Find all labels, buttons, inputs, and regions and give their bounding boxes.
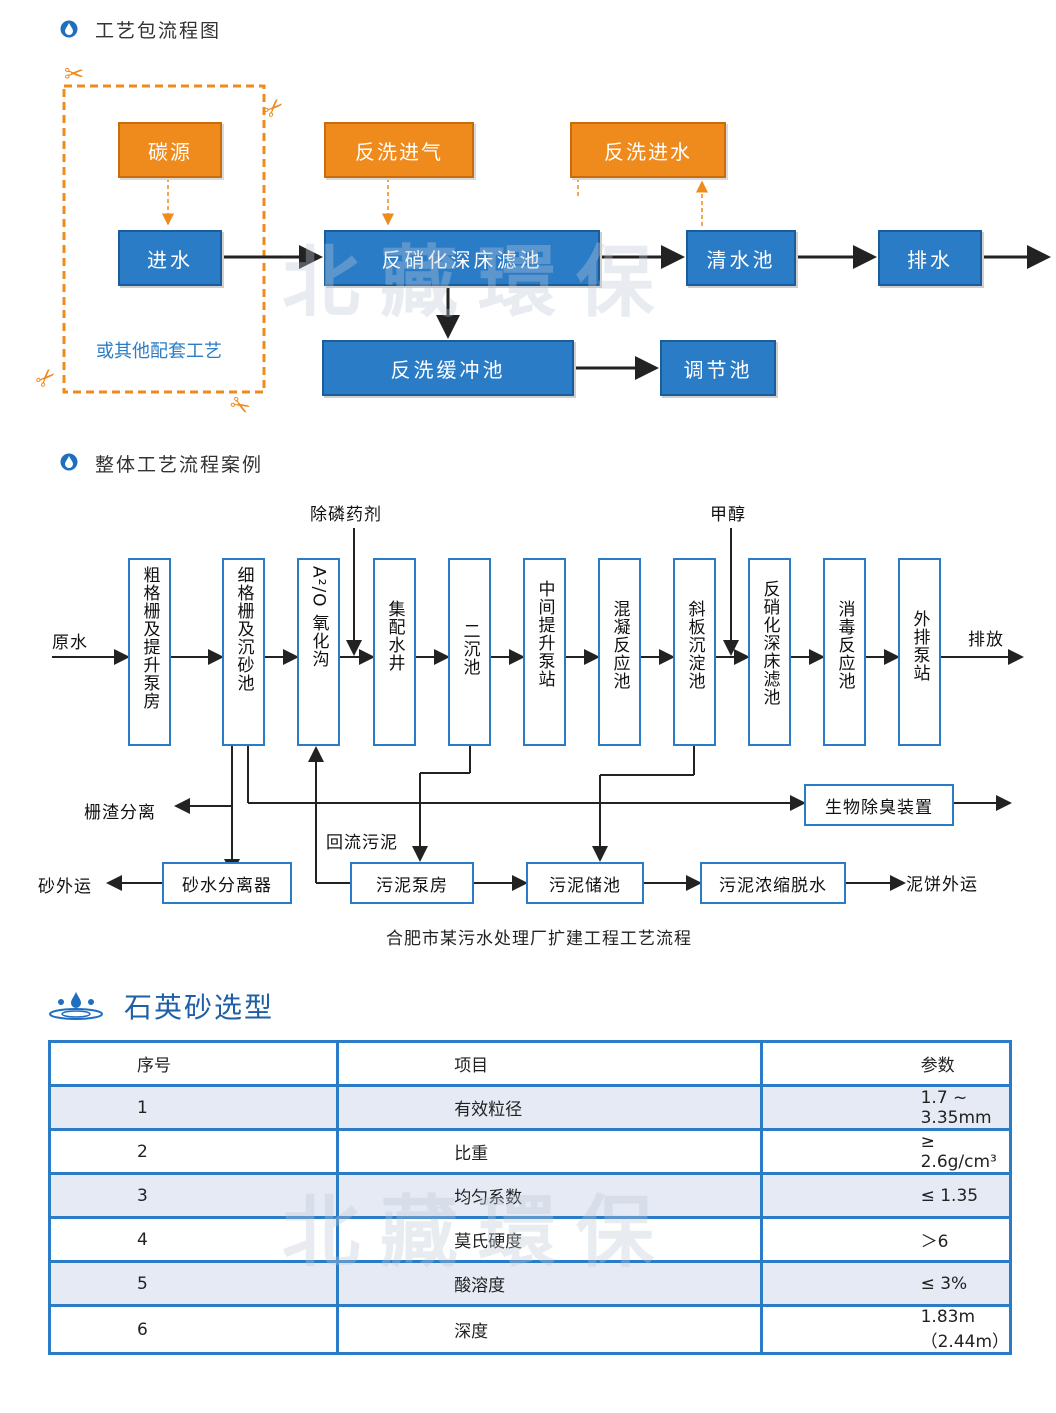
quartz-spec-table: 序号 项目 参数 1 有效粒径 1.7 ~ 3.35mm 2 比重 ≥ 2.6g…	[47, 1040, 1013, 1355]
sand-out-label: 砂外运	[38, 877, 92, 897]
table-cell: 有效粒径	[336, 1084, 763, 1131]
table-cell: 酸溶度	[336, 1260, 763, 1307]
table-cell: ＞6	[759, 1216, 1013, 1263]
process-unit: 外排泵站	[898, 558, 941, 746]
process-unit: 斜板沉淀池	[673, 558, 716, 746]
phosphorus-agent-label: 除磷药剂	[310, 505, 382, 525]
process-unit: 混凝反应池	[598, 558, 641, 746]
raw-water-label: 原水	[52, 633, 88, 653]
header-cell: 项目	[336, 1040, 763, 1087]
process-unit: 二沉池	[448, 558, 491, 746]
process-flow-lines	[52, 528, 1024, 891]
table-cell: 比重	[336, 1128, 763, 1175]
table-cell: 1.83m（2.44m）	[759, 1304, 1013, 1355]
deodor-device-box: 生物除臭装置	[804, 784, 954, 826]
table-cell: 均匀系数	[336, 1172, 763, 1219]
process-unit: 细格栅及沉砂池	[222, 558, 265, 746]
table-row: 2 比重 ≥ 2.6g/cm³	[47, 1128, 1013, 1175]
scissors-icon: ✂	[64, 60, 85, 88]
backwash-buffer-box: 反洗缓冲池	[322, 340, 574, 396]
table-row: 5 酸溶度 ≤ 3%	[47, 1260, 1013, 1307]
discharge-label: 排放	[968, 630, 1004, 650]
denitrification-filter-box: 反硝化深床滤池	[324, 230, 600, 286]
cake-out-label: 泥饼外运	[906, 875, 978, 895]
table-cell: ≤ 1.35	[759, 1172, 1013, 1219]
carbon-source-box: 碳源	[118, 122, 222, 178]
inlet-box: 进水	[118, 230, 222, 286]
process-unit: 粗格栅及提升泵房	[128, 558, 171, 746]
table-cell: 2	[47, 1128, 340, 1175]
section-title-quartz: 石英砂选型	[124, 991, 275, 1024]
header-cell: 序号	[47, 1040, 340, 1087]
drain-box: 排水	[878, 230, 982, 286]
table-cell: 1	[47, 1084, 340, 1131]
backwash-air-box: 反洗进气	[324, 122, 474, 178]
table-cell: ≥ 2.6g/cm³	[759, 1128, 1013, 1175]
flow-caption: 合肥市某污水处理厂扩建工程工艺流程	[386, 929, 692, 949]
process-unit: 集配水井	[373, 558, 416, 746]
screen-separation-label: 栅渣分离	[84, 803, 156, 823]
return-sludge-label: 回流污泥	[326, 833, 398, 853]
table-row: 1 有效粒径 1.7 ~ 3.35mm	[47, 1084, 1013, 1131]
table-row: 3 均匀系数 ≤ 1.35	[47, 1172, 1013, 1219]
section-title-case: 整体工艺流程案例	[95, 454, 264, 476]
process-unit: 反硝化深床滤池	[748, 558, 791, 746]
adjust-pool-box: 调节池	[660, 340, 776, 396]
table-cell: 深度	[336, 1304, 763, 1355]
process-unit: A²/O 氧化沟	[297, 558, 340, 746]
water-drop-icon	[60, 20, 78, 38]
table-cell: 5	[47, 1260, 340, 1307]
table-row: 4 莫氏硬度 ＞6	[47, 1216, 1013, 1263]
water-splash-icon	[49, 992, 103, 1020]
header-cell: 参数	[759, 1040, 1013, 1087]
sludge-storage-box: 污泥储池	[526, 862, 644, 904]
table-cell: 6	[47, 1304, 340, 1355]
table-cell: 3	[47, 1172, 340, 1219]
sludge-dewatering-box: 污泥浓缩脱水	[700, 862, 846, 904]
table-row: 6 深度 1.83m（2.44m）	[47, 1304, 1013, 1355]
other-process-label: 或其他配套工艺	[96, 341, 222, 362]
section-title-package: 工艺包流程图	[95, 20, 222, 42]
sludge-pump-box: 污泥泵房	[350, 862, 474, 904]
water-drop-icon	[60, 453, 78, 471]
methanol-label: 甲醇	[710, 505, 746, 525]
table-header-row: 序号 项目 参数	[47, 1040, 1013, 1087]
process-unit: 消毒反应池	[823, 558, 866, 746]
table-cell: 4	[47, 1216, 340, 1263]
table-cell: 1.7 ~ 3.35mm	[759, 1084, 1013, 1131]
package-flow-lines	[62, 84, 1051, 394]
table-cell: ≤ 3%	[759, 1260, 1013, 1307]
backwash-water-box: 反洗进水	[570, 122, 726, 178]
clear-water-pool-box: 清水池	[686, 230, 796, 286]
table-cell: 莫氏硬度	[336, 1216, 763, 1263]
process-unit: 中间提升泵站	[523, 558, 566, 746]
sand-water-separator-box: 砂水分离器	[162, 862, 292, 904]
